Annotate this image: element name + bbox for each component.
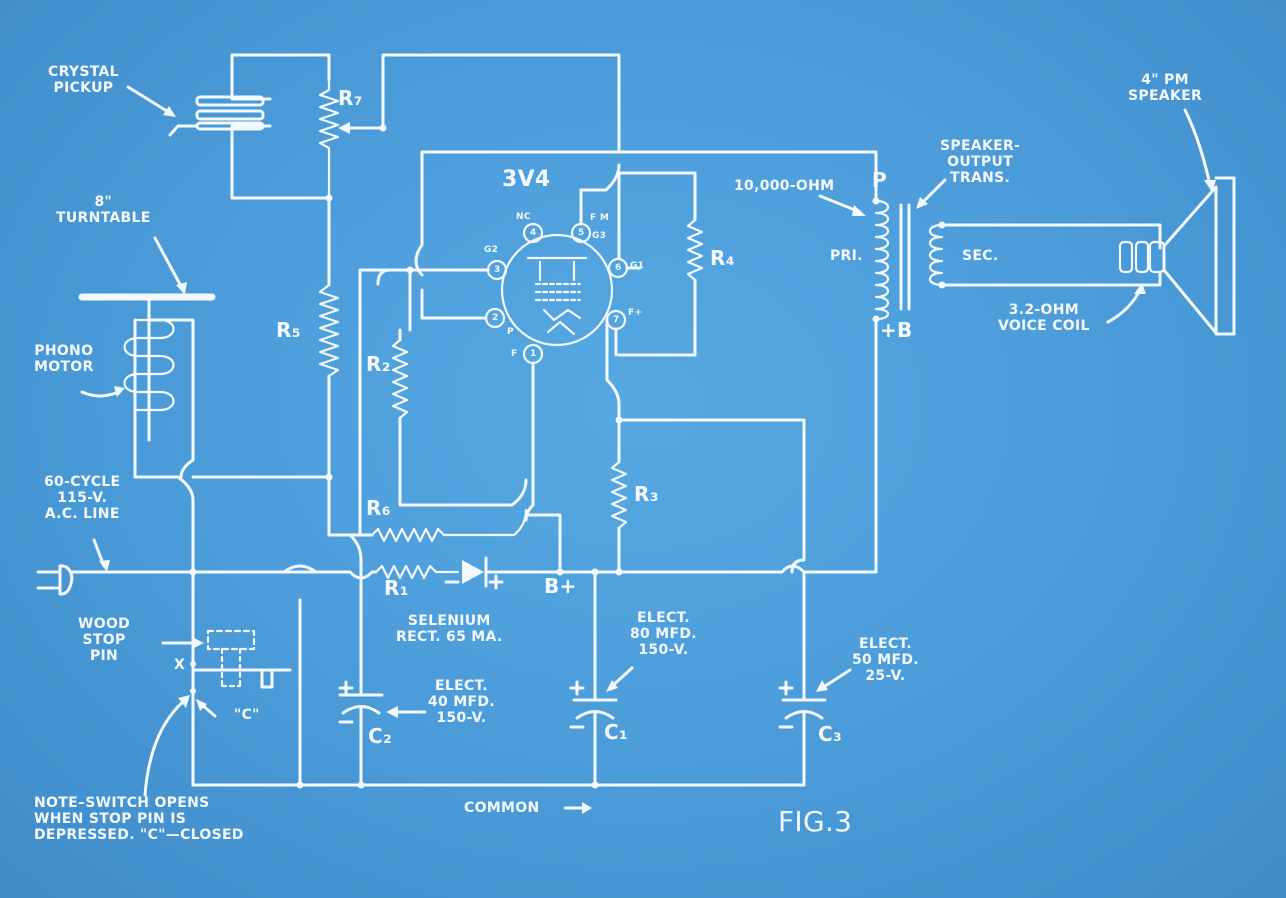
label-c3-spec: ELECT. 50 MFD. 25-V. xyxy=(852,636,919,684)
pickup-loop xyxy=(230,53,331,101)
label-plus-b: +B xyxy=(880,318,913,342)
selenium-rectifier xyxy=(462,556,488,588)
pin-7-number: 7 xyxy=(613,315,620,325)
label-c2-spec: ELECT. 40 MFD. 150-V. xyxy=(428,678,495,726)
r1-resistor xyxy=(374,564,460,580)
label-ac-line: 60-CYCLE 115-V. A.C. LINE xyxy=(44,474,121,522)
tube-3v4-envelope xyxy=(500,233,614,347)
pin-3-number: 3 xyxy=(494,265,501,275)
crystal-pickup xyxy=(168,95,265,137)
label-selenium-rectifier: SELENIUM RECT. 65 MA. xyxy=(396,613,503,645)
output-secondary-coil xyxy=(928,223,944,287)
label-output-transformer: SPEAKER- OUTPUT TRANS. xyxy=(940,138,1021,186)
tube-type-label: 3V4 xyxy=(502,167,551,192)
r7-resistor xyxy=(318,78,340,200)
label-c1-spec: ELECT. 80 MFD. 150-V. xyxy=(630,610,697,658)
label-c1: C₁ xyxy=(604,720,629,744)
label-c2: C₂ xyxy=(368,724,393,748)
label-primary-ohms: 10,000-OHM xyxy=(734,178,835,194)
grid-lead xyxy=(381,53,621,142)
label-crystal-pickup: CRYSTAL PICKUP xyxy=(48,64,119,96)
label-p-mark: P xyxy=(872,168,887,192)
main-bus xyxy=(348,570,378,580)
ac-line-hop-300 xyxy=(282,564,318,574)
label-c-mark: "C" xyxy=(234,707,260,723)
label-wood-stop-pin: WOOD STOP PIN xyxy=(78,616,131,664)
pin-g3-label: G3 xyxy=(592,231,607,241)
pm-speaker xyxy=(1118,176,1236,336)
label-speaker: 4" PM SPEAKER xyxy=(1128,72,1203,104)
label-pri: PRI. xyxy=(830,248,863,264)
pin-g2-label: G2 xyxy=(484,245,499,255)
label-b-plus: B+ xyxy=(544,574,577,598)
pin-2-number: 2 xyxy=(492,313,499,323)
pin-nc-label: NC xyxy=(516,212,531,222)
label-common: COMMON xyxy=(464,800,540,816)
output-primary-coil xyxy=(874,199,890,321)
label-voice-coil: 3.2-OHM VOICE COIL xyxy=(998,302,1090,334)
pin-fm-label: F M xyxy=(590,213,610,223)
r2-resistor xyxy=(391,338,409,420)
pin-g1-label: G1 xyxy=(630,261,645,271)
r3-resistor xyxy=(610,460,628,530)
phono-motor-coil xyxy=(123,318,175,412)
r4-resistor xyxy=(686,218,704,282)
r6-resistor xyxy=(370,508,528,543)
pin-1-number: 1 xyxy=(530,349,537,359)
label-r7: R₇ xyxy=(338,86,363,110)
transformer-core xyxy=(899,203,911,311)
pin-4-number: 4 xyxy=(530,228,537,238)
label-phono-motor: PHONO MOTOR xyxy=(34,343,94,375)
ac-plug xyxy=(36,564,74,596)
label-r5: R₅ xyxy=(276,318,301,342)
wood-stop-pin xyxy=(206,629,256,688)
label-r4: R₄ xyxy=(710,246,735,270)
label-note: NOTE–SWITCH OPENS WHEN STOP PIN IS DEPRE… xyxy=(34,795,244,843)
pin-f-label: F xyxy=(511,349,518,359)
label-sec: SEC. xyxy=(962,248,999,264)
r5-resistor xyxy=(318,283,340,378)
pin-6-number: 6 xyxy=(615,263,622,273)
label-x-mark: X xyxy=(174,657,186,673)
figure-label: FIG.3 xyxy=(778,805,853,838)
label-r3: R₃ xyxy=(634,482,659,506)
label-r6: R₆ xyxy=(366,496,391,520)
label-c3: C₃ xyxy=(818,722,843,746)
pin-5-number: 5 xyxy=(578,228,585,238)
label-r2: R₂ xyxy=(366,352,391,376)
pin-fplus-label: F+ xyxy=(628,308,643,318)
label-r1: R₁ xyxy=(384,576,409,600)
pin-p-label: P xyxy=(507,327,514,337)
label-turntable: 8" TURNTABLE xyxy=(56,194,151,226)
